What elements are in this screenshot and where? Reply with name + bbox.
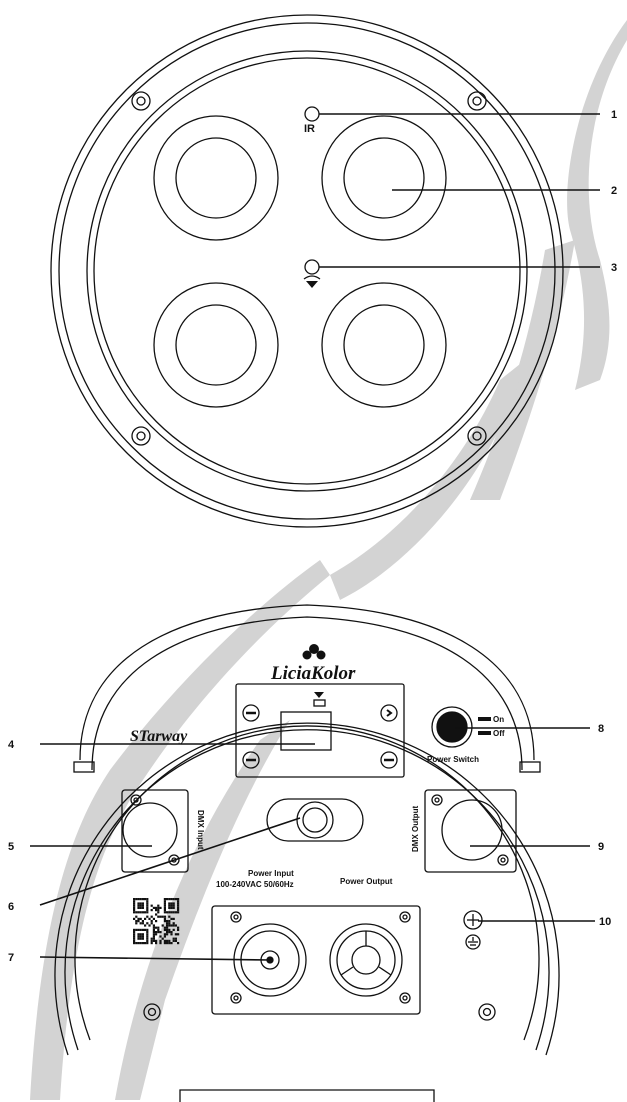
model-text: STarway (130, 728, 188, 745)
handle-bracket (79, 604, 535, 761)
ir-label: IR (304, 123, 315, 135)
screw (131, 91, 151, 111)
lens-bottom-left (153, 282, 279, 408)
power-output-connector (329, 923, 403, 997)
dmx-input-connector (121, 789, 189, 873)
callout-8: 8 (598, 723, 604, 735)
bottom-view (54, 604, 560, 1102)
screw (143, 1003, 161, 1021)
dmx-output-connector (424, 789, 517, 873)
callout-6: 6 (8, 901, 14, 913)
top-outer-ring (50, 14, 564, 528)
screw (478, 1003, 496, 1021)
up-button (380, 704, 398, 722)
callout-3: 3 (611, 262, 617, 274)
dmx-output-label: DMX Output (411, 805, 420, 852)
lens-top-left (153, 115, 279, 241)
wireless-indicator (304, 259, 320, 275)
wireless-led (313, 699, 326, 707)
dmx-input-label: DMX Input (196, 810, 205, 850)
qr-code (133, 898, 180, 945)
lens-top-right (321, 115, 447, 241)
lens-bottom-right (321, 282, 447, 408)
wireless-icon (314, 692, 324, 698)
enter-button (380, 751, 398, 769)
power-switch-off-label: Off (493, 729, 505, 738)
bottom-housing-inner (64, 729, 550, 1051)
display-panel (235, 683, 405, 778)
top-outer-ring-inner (58, 22, 556, 520)
top-faceplate-inner (93, 57, 521, 485)
screw (467, 426, 487, 446)
callout-10: 10 (599, 916, 611, 928)
bottom-housing-outer (54, 722, 560, 1056)
wireless-icon (306, 281, 318, 288)
power-switch-on-label: On (493, 715, 504, 724)
callout-5: 5 (8, 841, 14, 853)
cable-gland (266, 798, 364, 842)
callout-9: 9 (598, 841, 604, 853)
down-button (242, 751, 260, 769)
watermark (30, 20, 627, 1100)
callout-7: 7 (8, 952, 14, 964)
base-foot (179, 1089, 435, 1102)
logo: LiciaKolor (270, 644, 356, 684)
screw (467, 91, 487, 111)
menu-button (242, 704, 260, 722)
callout-2: 2 (611, 185, 617, 197)
callout-4: 4 (8, 739, 15, 751)
bottom-callout-lines (30, 727, 595, 961)
power-input-spec: 100-240VAC 50/60Hz (216, 880, 294, 889)
screw (131, 426, 151, 446)
bottom-plate (74, 725, 540, 1041)
power-input-label: Power Input (248, 869, 294, 878)
top-callout-lines (319, 113, 600, 268)
power-switch (431, 706, 473, 748)
display-screen (280, 711, 332, 751)
callout-1: 1 (611, 109, 617, 121)
ir-sensor (304, 106, 320, 122)
top-view (50, 14, 564, 528)
power-switch-label: Power Switch (427, 755, 479, 764)
top-faceplate (86, 50, 528, 492)
logo-text: LiciaKolor (270, 663, 356, 684)
power-output-label: Power Output (340, 877, 393, 886)
ground-terminal (463, 910, 483, 950)
